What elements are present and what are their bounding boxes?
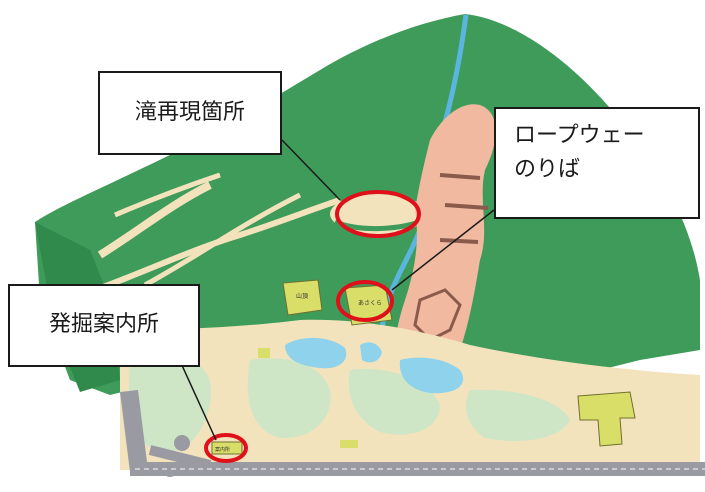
ropeway-marker: [336, 280, 394, 322]
trail: [93, 197, 341, 293]
map-label: あさくら: [358, 300, 382, 307]
falls-marker: [335, 190, 421, 238]
building-small: [258, 348, 270, 358]
trail: [97, 181, 212, 259]
road-vertical: [120, 390, 148, 472]
pond: [399, 357, 464, 394]
pond: [360, 342, 382, 363]
falls-leader: [281, 139, 341, 201]
building-small: [340, 440, 358, 448]
pond: [285, 337, 347, 369]
road-roundabout: [163, 463, 177, 477]
lawn: [465, 389, 570, 441]
dig-marker: [204, 433, 248, 463]
building-dig: [211, 441, 243, 455]
ropeway-callout: ロープウェー のりば: [494, 107, 700, 219]
road-spur: [148, 445, 212, 470]
castle-wall: [413, 288, 462, 342]
dig-callout-label: 発掘案内所: [48, 312, 159, 338]
road-roundabout: [174, 435, 190, 451]
map-label: 案内所: [215, 446, 230, 453]
trail: [114, 172, 221, 218]
building-summit: [282, 279, 323, 316]
lawn: [128, 355, 211, 451]
map-label: 山頂: [296, 292, 308, 300]
building-east: [577, 391, 636, 447]
falls-callout-label: 滝再現箇所: [134, 99, 245, 125]
dig-callout: 発掘案内所: [8, 284, 200, 367]
ropeway-callout-line1: ロープウェー: [514, 123, 645, 148]
castle-wall: [439, 173, 489, 244]
falls-callout: 滝再現箇所: [98, 71, 282, 155]
trail: [143, 192, 302, 288]
ropeway-callout-line2: のりば: [514, 157, 581, 183]
lawn: [247, 358, 331, 439]
ropeway-leader: [391, 209, 495, 291]
